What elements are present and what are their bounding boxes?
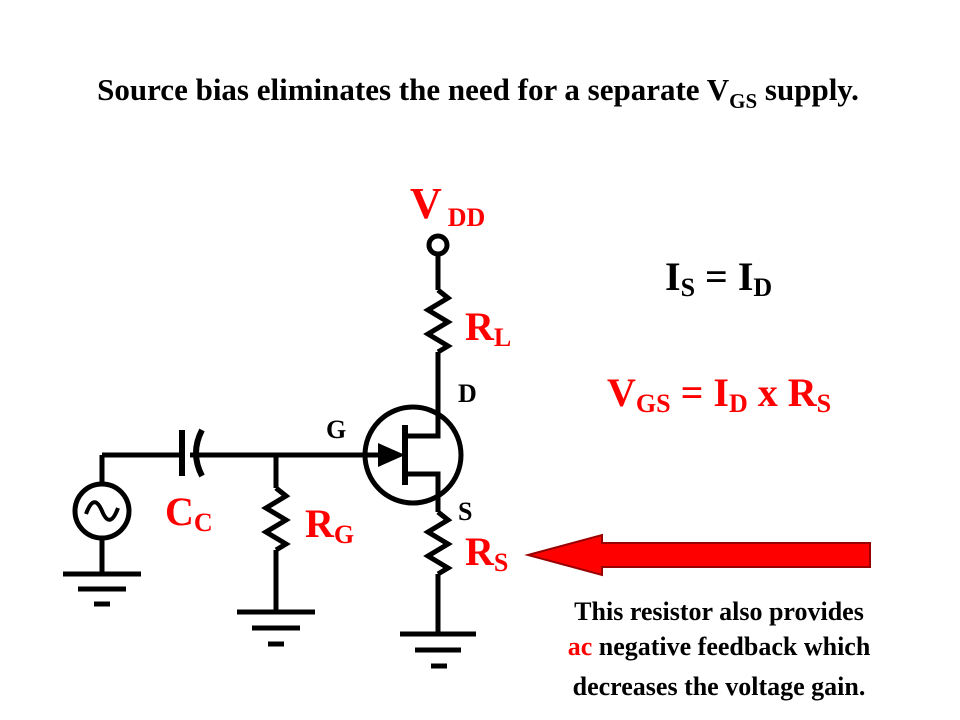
eq1-a-sub: S: [681, 273, 695, 302]
rg-label-main: R: [305, 501, 335, 546]
rg-label: RG: [305, 501, 354, 549]
jfet-gate-arrow: [378, 443, 405, 467]
ground-rs-icon: [400, 631, 476, 669]
jfet-drain-lead: [405, 428, 441, 439]
ac-sine-icon: [84, 500, 120, 522]
eq2-b-sub: D: [729, 389, 748, 418]
eq1-mid: = I: [695, 254, 753, 299]
note-line-3: decreases the voltage gain.: [573, 672, 866, 701]
title-text-post: supply.: [757, 72, 859, 107]
gate-label: G: [326, 415, 346, 444]
cc-label-main: C: [165, 489, 194, 534]
feedback-arrow: [524, 533, 871, 577]
eq1-a: I: [665, 254, 681, 299]
note-highlight-ac: ac: [568, 632, 593, 661]
drain-label: D: [458, 379, 477, 408]
title-subscript: GS: [729, 89, 757, 113]
jfet-source-lead: [405, 471, 441, 512]
eq2-end: x R: [748, 370, 818, 415]
rs-label-main: R: [465, 529, 495, 574]
eq2-c-sub: S: [817, 389, 831, 418]
note-line-1: This resistor also provides: [574, 597, 864, 626]
vdd-terminal: [426, 233, 450, 257]
cc-label: CC: [165, 489, 213, 537]
note-line-2: ac negative feedback which: [568, 632, 871, 661]
note-line-2-rest: negative feedback which: [592, 632, 871, 661]
cc-plate-right: [193, 428, 205, 478]
ground-source-icon: [63, 571, 141, 607]
rs-resistor: [423, 510, 453, 577]
title-text-pre: Source bias eliminates the need for a se…: [97, 72, 730, 107]
slide-title: Source bias eliminates the need for a se…: [97, 72, 859, 113]
vdd-label-main: V: [410, 179, 442, 228]
rg-label-sub: G: [334, 520, 354, 549]
rs-label-sub: S: [494, 548, 508, 577]
rl-resistor: [423, 288, 453, 355]
equation-is-id: IS = ID: [665, 254, 772, 302]
rl-label-main: R: [465, 304, 495, 349]
source-label: S: [458, 497, 472, 526]
rs-label: RS: [465, 529, 508, 577]
rl-label: RL: [465, 304, 511, 352]
rg-resistor: [261, 486, 291, 553]
eq1-b-sub: D: [753, 273, 772, 302]
ground-rg-icon: [237, 609, 315, 647]
equation-vgs: VGS = ID x RS: [607, 370, 831, 418]
eq2-a-sub: GS: [636, 389, 671, 418]
rl-label-sub: L: [494, 323, 511, 352]
eq2-mid: = I: [671, 370, 729, 415]
vdd-label-sub: DD: [448, 203, 486, 232]
eq2-a: V: [607, 370, 636, 415]
cc-label-sub: C: [194, 508, 213, 537]
